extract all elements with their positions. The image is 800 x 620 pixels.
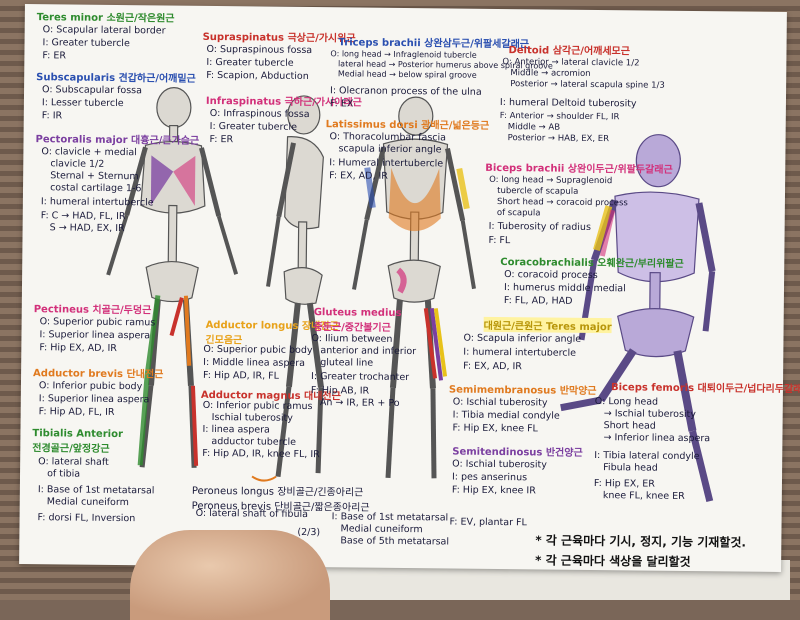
subscapularis-function: F: IR [41,110,63,122]
gluteus-medius-insertion: I: Greater trochanter [311,371,410,384]
deltoid-heading: Deltoid 삼각근/어깨세모근 [508,45,631,58]
peroneus-note: (2/3) [297,526,321,539]
anatomy-notes-sheet: Teres minor 소원근/작은원근 O: Scapular lateral… [19,4,800,572]
deltoid-insertion: I: humeral Deltoid tuberosity [499,97,637,110]
teres-major-origin: O: Scapula inferior angle [463,332,582,345]
footer-instruction-1: * 각 근육마다 기시, 정지, 기능 기재할것. [535,533,747,550]
teres-major-function: F: EX, AD, IR [463,360,523,373]
infraspinatus-function: F: ER [209,133,234,146]
skeleton-render [560,134,716,503]
gluteus-medius-heading: Gluteus medius 중둔근/중간볼기근 [313,307,402,334]
pectineus-heading: Pectineus 치골근/두덩근 [33,304,152,317]
adductor-brevis-insertion: I: Superior linea aspera [38,393,150,406]
coracobrachialis-insertion: I: humerus middle medial [503,282,626,295]
coracobrachialis-heading: Coracobrachialis 오훼완근/부리위팔근 [500,257,684,270]
tibialis-anterior-insertion: I: Base of 1st metatarsal Medial cuneifo… [37,484,155,509]
pec-major-heading: Pectoralis major 대흉근/큰가슴근 [35,134,200,147]
peroneus-origin: O: lateral shaft of fibula [195,507,309,521]
subscapularis-origin: O: Subscapular fossa [41,84,143,97]
triceps-function: F: EX [329,98,354,110]
adductor-brevis-origin: O: Inferior pubic body [38,380,143,393]
skeleton-lateral [266,95,324,478]
adductor-longus-origin: O: Superior pubic body [203,343,313,357]
triceps-insertion: I: Olecranon process of the ulna [330,85,482,98]
teres-minor-insertion: I: Greater tubercle [42,37,130,50]
infraspinatus-insertion: I: Greater tubercle [209,120,298,133]
latissimus-origin: O: Thoracolumbar fascia scapula inferior… [329,131,447,156]
latissimus-function: F: EX, AD, IR [329,170,388,182]
subscapularis-insertion: I: Lesser tubercle [41,97,124,110]
subscapularis-heading: Subscapularis 견갑하근/어깨밑근 [36,72,196,85]
semimembranosus-function: F: Hip EX, knee FL [452,422,538,435]
holding-hand [130,530,330,620]
deltoid-origin: O: Anterior → lateral clavicle 1/2 Middl… [502,57,665,91]
adductor-longus-function: F: Hip AD, IR, FL [203,369,279,382]
coracobrachialis-origin: O: coracoid process [504,269,598,282]
infraspinatus-origin: O: Infraspinous fossa [209,107,310,121]
footer-instruction-2: * 각 근육마다 색상을 달리할것 [535,553,691,570]
semitendinosus-function: F: Hip EX, knee IR [451,484,536,497]
latissimus-shading [388,167,441,231]
pectineus-origin: O: Superior pubic ramus [39,316,156,329]
semitendinosus-origin: O: Ischial tuberosity [452,458,547,471]
biceps-femoris-insertion: I: Tibia lateral condyle Fibula head [594,450,700,474]
pectineus-insertion: I: Superior linea aspera [39,329,151,342]
biceps-brachii-function: F: FL [488,234,511,247]
tibialis-anterior-function: F: dorsi FL, Inversion [37,512,136,525]
supraspinatus-origin: O: Supraspinous fossa [206,43,313,57]
pectineus-function: F: Hip EX, AD, IR [39,342,118,355]
coracobrachialis-function: F: FL, AD, HAD [503,295,573,307]
supraspinatus-heading: Supraspinatus 극상근/가시위근 [202,31,356,45]
pec-major-insertion: I: humeral intertubercle [40,196,154,209]
supraspinatus-function: F: Scapion, Abduction [206,69,309,83]
gluteus-medius-origin: O: Ilium between anterior and inferior g… [311,333,417,369]
biceps-femoris-heading: Biceps femoris 대퇴이두근/넙다리두갈래근 [610,382,800,396]
biceps-femoris-origin: O: Long head → Ischial tuberosity Short … [594,396,711,445]
biceps-brachii-heading: Biceps brachii 상완이두근/위팔두갈래근 [485,162,673,176]
pec-major-function: F: C → HAD, FL, IR S → HAD, EX, IR [40,210,126,235]
pec-major-shading [150,155,174,206]
adductor-magnus-function: F: Hip AD, IR, knee FL, IR [202,447,320,461]
biceps-femoris-function: F: Hip EX, ER knee FL, knee ER [593,478,685,502]
teres-minor-origin: O: Scapular lateral border [42,24,166,37]
adductor-magnus-insertion: I: linea aspera adductor tubercle [202,423,297,448]
adductor-longus-insertion: I: Middle linea aspera [203,356,306,369]
semimembranosus-insertion: I: Tibia medial condyle [452,409,560,422]
teres-minor-heading: Teres minor 소원근/작은원근 [36,12,175,25]
gluteus-medius-function: F: Hip AB, IR An → IR, ER + Po [310,385,400,409]
latissimus-insertion: I: Humeral intertubercle [329,157,444,170]
adductor-magnus-origin: O: Inferior pubic ramus Ischial tuberosi… [202,399,313,424]
semitendinosus-insertion: I: pes anserinus [451,471,528,484]
biceps-brachii-insertion: I: Tuberosity of radius [488,220,591,233]
latissimus-heading: Latissimus dorsi 광배근/넓은등근 [325,119,490,132]
adductor-brevis-heading: Adductor brevis 단내전근 [33,368,164,381]
peroneus-insertion: I: Base of 1st metatarsal Medial cuneifo… [331,511,450,548]
biceps-brachii-origin: O: long head → Supraglenoid tubercle of … [488,174,628,219]
pec-major-origin: O: clavicle + medial clavicle 1/2 Sterna… [40,146,142,195]
teres-major-insertion: I: humeral intertubercle [463,346,577,359]
supraspinatus-insertion: I: Greater tubercle [206,56,294,69]
teres-minor-function: F: ER [42,50,67,62]
semimembranosus-heading: Semimembranosus 반막양근 [448,384,597,398]
deltoid-function: F: Anterior → shoulder FL, IR Middle → A… [499,111,620,145]
tibialis-anterior-origin: O: lateral shaft of tibia [37,456,109,480]
tibialis-anterior-heading: Tibialis Anterior 전경골근/앞정강근 [32,428,123,455]
triceps-heading: Triceps brachii 상완삼두근/위팔세갈래근 [338,37,530,51]
semimembranosus-origin: O: Ischial tuberosity [452,396,548,409]
semitendinosus-heading: Semitendinosus 반건양근 [452,446,583,459]
adductor-brevis-function: F: Hip AD, FL, IR [38,406,115,418]
peroneus-function: F: EV, plantar FL [449,516,527,529]
skeleton-illustrations [106,86,716,503]
teres-major-heading: 대원근/큰원근 Teres major [483,316,612,334]
